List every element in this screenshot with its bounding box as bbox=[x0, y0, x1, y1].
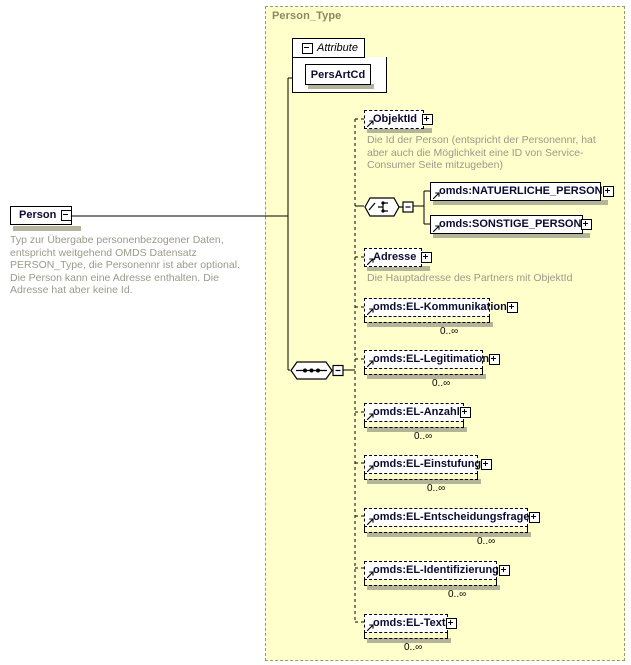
node-shadow bbox=[367, 374, 486, 379]
element-el-kommunikation-label: omds:EL-Kommunikation bbox=[373, 301, 507, 313]
element-person-label: Person bbox=[19, 209, 57, 221]
reference-arrow-icon bbox=[367, 571, 374, 578]
node-shadow bbox=[367, 322, 493, 327]
reference-arrow-icon bbox=[433, 192, 440, 199]
type-container-title: Person_Type bbox=[272, 10, 342, 22]
element-el-einstufung[interactable]: omds:EL-Einstufung bbox=[364, 455, 493, 474]
element-el-identifizierung-label: omds:EL-Identifizierung bbox=[373, 564, 499, 576]
repeat-stack-layer bbox=[364, 474, 478, 480]
reference-arrow-icon bbox=[367, 258, 374, 265]
reference-arrow-icon bbox=[367, 308, 374, 315]
plus-icon[interactable] bbox=[498, 565, 510, 576]
repeat-stack-layer bbox=[364, 317, 490, 323]
node-shadow bbox=[367, 585, 500, 590]
reference-arrow-icon bbox=[367, 413, 374, 420]
element-el-einstufung-label: omds:EL-Einstufung bbox=[373, 458, 482, 470]
plus-icon[interactable] bbox=[506, 302, 518, 313]
element-el-text-label: omds:EL-Text bbox=[373, 617, 446, 629]
cardinality-label: 0..∞ bbox=[427, 483, 446, 494]
plus-icon[interactable] bbox=[489, 354, 501, 365]
repeat-stack-layer bbox=[364, 580, 497, 586]
reference-arrow-icon bbox=[367, 360, 374, 367]
repeat-stack-layer bbox=[364, 369, 483, 375]
node-shadow bbox=[433, 233, 590, 238]
reference-arrow-icon bbox=[367, 518, 374, 525]
element-el-text[interactable]: omds:EL-Text bbox=[364, 614, 457, 633]
repeat-stack-layer bbox=[364, 422, 464, 428]
repeat-stack-layer bbox=[364, 527, 528, 533]
element-objektid-label: ObjektId bbox=[373, 113, 418, 125]
element-natuerliche-person[interactable]: omds:NATUERLICHE_PERSON bbox=[430, 182, 614, 201]
element-person-annotation: Typ zur Übergabe personenbezogener Daten… bbox=[10, 234, 240, 296]
element-objektid-annotation: Die Id der Person (entspricht der Person… bbox=[367, 134, 596, 171]
attribute-group-label: Attribute bbox=[317, 42, 358, 54]
plus-icon[interactable] bbox=[421, 252, 433, 263]
plus-icon[interactable] bbox=[422, 114, 434, 125]
reference-arrow-icon bbox=[367, 624, 374, 631]
element-adresse-annotation: Die Hauptadresse des Partners mit Objekt… bbox=[367, 272, 573, 284]
node-shadow bbox=[367, 266, 430, 271]
plus-icon[interactable] bbox=[581, 219, 593, 230]
cardinality-label: 0..∞ bbox=[432, 378, 451, 389]
element-sonstige-person[interactable]: omds:SONSTIGE_PERSON bbox=[430, 215, 593, 234]
plus-icon[interactable] bbox=[602, 186, 614, 197]
plus-icon[interactable] bbox=[445, 618, 457, 629]
minus-icon[interactable] bbox=[61, 210, 73, 221]
element-el-entscheidungsfrage[interactable]: omds:EL-Entscheidungsfrage bbox=[364, 508, 541, 527]
node-shadow bbox=[433, 200, 608, 205]
element-objektid[interactable]: ObjektId bbox=[364, 110, 434, 129]
choice-compositor[interactable] bbox=[362, 194, 414, 218]
element-sonstige-person-label: omds:SONSTIGE_PERSON bbox=[439, 218, 582, 230]
element-el-kommunikation[interactable]: omds:EL-Kommunikation bbox=[364, 298, 518, 317]
cardinality-label: 0..∞ bbox=[404, 642, 423, 653]
node-shadow bbox=[367, 532, 531, 537]
element-adresse-label: Adresse bbox=[373, 251, 417, 263]
cardinality-label: 0..∞ bbox=[477, 536, 496, 547]
node-shadow bbox=[367, 479, 481, 484]
plus-icon[interactable] bbox=[529, 512, 541, 523]
type-container-person-type bbox=[265, 6, 625, 661]
attribute-persartcd[interactable]: PersArtCd bbox=[305, 64, 371, 85]
reference-arrow-icon bbox=[367, 120, 374, 127]
element-el-entscheidungsfrage-label: omds:EL-Entscheidungsfrage bbox=[373, 511, 530, 523]
element-el-identifizierung[interactable]: omds:EL-Identifizierung bbox=[364, 561, 510, 580]
sequence-compositor[interactable] bbox=[288, 358, 344, 382]
reference-arrow-icon bbox=[367, 465, 374, 472]
plus-icon[interactable] bbox=[481, 459, 493, 470]
element-el-legitimation[interactable]: omds:EL-Legitimation bbox=[364, 350, 501, 369]
element-adresse[interactable]: Adresse bbox=[364, 248, 433, 267]
node-shadow bbox=[367, 638, 451, 643]
minus-icon[interactable] bbox=[302, 42, 313, 54]
node-shadow bbox=[367, 427, 467, 432]
plus-icon[interactable] bbox=[459, 407, 471, 418]
cardinality-label: 0..∞ bbox=[440, 326, 459, 337]
node-shadow bbox=[367, 128, 432, 133]
cardinality-label: 0..∞ bbox=[448, 589, 467, 600]
element-el-anzahl[interactable]: omds:EL-Anzahl bbox=[364, 403, 471, 422]
element-el-legitimation-label: omds:EL-Legitimation bbox=[373, 353, 490, 365]
cardinality-label: 0..∞ bbox=[414, 431, 433, 442]
attribute-item-shadow bbox=[308, 84, 374, 89]
element-natuerliche-person-label: omds:NATUERLICHE_PERSON bbox=[439, 185, 603, 197]
attribute-group-header[interactable]: Attribute bbox=[292, 38, 365, 58]
sequence-compositor-icon bbox=[290, 361, 344, 380]
attribute-persartcd-label: PersArtCd bbox=[310, 68, 366, 81]
repeat-stack-layer bbox=[364, 633, 448, 639]
person-node-shadow bbox=[13, 226, 81, 231]
element-el-anzahl-label: omds:EL-Anzahl bbox=[373, 406, 460, 418]
element-person[interactable]: Person bbox=[10, 206, 73, 225]
choice-compositor-icon bbox=[364, 197, 414, 217]
reference-arrow-icon bbox=[433, 225, 440, 232]
